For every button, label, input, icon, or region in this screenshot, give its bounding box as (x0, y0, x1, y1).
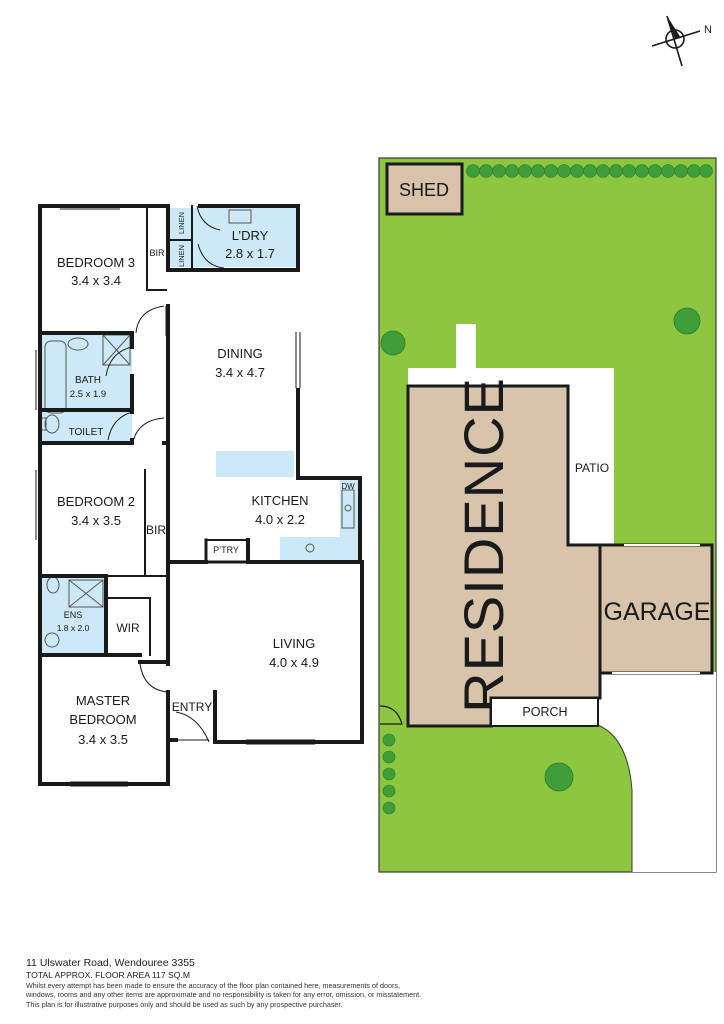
master-name-2: BEDROOM (69, 712, 136, 727)
laundry-name: L’DRY (232, 228, 269, 243)
plan-footer: 11 Ulswater Road, Wendouree 3355 TOTAL A… (26, 957, 706, 1009)
ens-dim: 1.8 x 2.0 (57, 623, 90, 633)
bedroom2-dim: 3.4 x 3.5 (71, 513, 121, 528)
property-address: 11 Ulswater Road, Wendouree 3355 (26, 957, 195, 969)
dining-name: DINING (217, 346, 263, 361)
bath-dim: 2.5 x 1.9 (70, 389, 106, 400)
island-bench (216, 451, 294, 477)
patio (408, 368, 614, 545)
porch-label: PORCH (522, 705, 567, 719)
floor-area: TOTAL APPROX. FLOOR AREA 117 SQ.M (26, 970, 190, 980)
patio-label: PATIO (575, 461, 609, 475)
hedge-trees (382, 164, 713, 815)
toilet-label: TOILET (69, 427, 104, 438)
disclaimer-line-2: windows, rooms and any other items are a… (26, 990, 422, 1000)
bath-area (40, 333, 132, 443)
wir-label: WIR (116, 621, 140, 635)
disclaimer-line-1: Whilst every attempt has been made to en… (26, 981, 400, 990)
pantry-label: P’TRY (213, 545, 239, 555)
residence-label: RESIDENCE (452, 377, 515, 713)
master-dim: 3.4 x 3.5 (78, 732, 128, 747)
bedroom3-dim: 3.4 x 3.4 (71, 273, 121, 288)
bath-name: BATH (75, 375, 101, 386)
bir1-label: BIR (149, 248, 165, 258)
garage-label: GARAGE (604, 598, 711, 626)
compass-north-label: N (704, 24, 712, 36)
living-name: LIVING (273, 636, 316, 651)
house-floor-plan: BEDROOM 3 3.4 x 3.4 BIR LINEN LINEN L’DR… (35, 204, 364, 787)
entry-label: ENTRY (172, 700, 212, 714)
path (456, 324, 476, 368)
porch (490, 697, 599, 727)
bedroom2-name: BEDROOM 2 (57, 494, 135, 509)
bir2-label: BIR (146, 523, 166, 537)
shed-label: SHED (399, 180, 449, 200)
living-dim: 4.0 x 4.9 (269, 655, 319, 670)
bedroom3-name: BEDROOM 3 (57, 255, 135, 270)
shed (385, 162, 464, 216)
kitchen-dim: 4.0 x 2.2 (255, 512, 305, 527)
disclaimer-line-3: This plan is for illustrative purposes o… (26, 999, 343, 1009)
site-plan: SHED PATIO RESIDENCE GARAGE PORCH (378, 157, 717, 873)
linen1-label: LINEN (177, 212, 186, 234)
walls (38, 204, 364, 786)
ens-name: ENS (64, 610, 83, 620)
room-labels: BEDROOM 3 3.4 x 3.4 BIR LINEN LINEN L’DR… (57, 212, 355, 747)
kitchen-bench (280, 479, 358, 562)
laundry-dim: 2.8 x 1.7 (225, 246, 275, 261)
linen2-label: LINEN (177, 245, 186, 267)
tree-icon (380, 307, 701, 792)
kitchen-name: KITCHEN (251, 493, 308, 508)
compass-icon (651, 15, 701, 67)
residence (406, 384, 602, 728)
driveway (598, 672, 716, 872)
master-name-1: MASTER (76, 693, 130, 708)
dishwasher-label: DW (341, 482, 355, 491)
gate (379, 705, 403, 725)
bath-fixtures (40, 209, 355, 648)
dining-dim: 3.4 x 4.7 (215, 365, 265, 380)
ensuite-area (40, 576, 106, 655)
